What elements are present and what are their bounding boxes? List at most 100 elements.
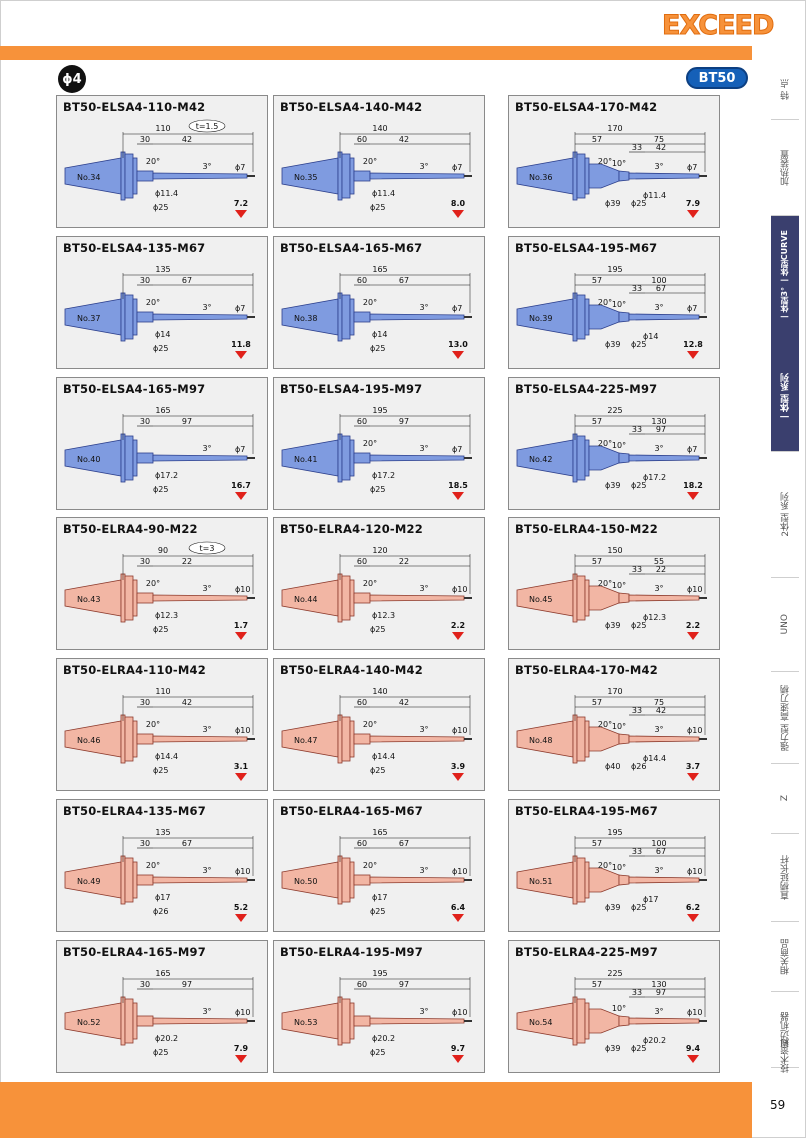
dim-mid: 33 — [632, 988, 642, 997]
flange-neck — [132, 1002, 138, 1040]
diameter-mid: ϕ25 — [631, 903, 646, 912]
cutter-tip — [247, 316, 255, 318]
product-code: BT50-ELRA4-120-M22 — [280, 522, 423, 536]
flange-ring — [120, 573, 126, 623]
weight-arrow-icon — [452, 632, 464, 640]
body-step — [618, 1015, 630, 1027]
flange-neck — [349, 298, 355, 336]
extension-neck — [369, 876, 465, 884]
side-tab-heating[interactable]: 加热装置 — [771, 120, 799, 216]
body-step — [136, 874, 154, 886]
angle-label-3: 3° — [202, 444, 211, 453]
dim-b: 42 — [399, 135, 409, 144]
weight-arrow-icon — [235, 773, 247, 781]
model-number: No.37 — [77, 314, 100, 323]
weight-arrow-icon — [687, 632, 699, 640]
side-tab-straight-shank[interactable]: 直柄延长杆 — [771, 834, 799, 922]
angle-label-3: 3° — [419, 1007, 428, 1016]
weight-value: 6.2 — [686, 903, 700, 912]
dim-total-length: 195 — [607, 828, 622, 837]
dim-c: 22 — [656, 565, 666, 574]
extension-neck — [369, 1017, 465, 1025]
angle-label-20: 20° — [363, 439, 377, 448]
flange-ring — [337, 996, 343, 1046]
weight-arrow-icon — [235, 1055, 247, 1063]
flange-ring — [572, 573, 578, 623]
diameter-large: ϕ40 — [605, 762, 620, 771]
side-tab-one-piece-series[interactable]: 一体型 系列 一体型3° 一体型CURVE — [771, 216, 799, 452]
angle-label-20: 20° — [363, 579, 377, 588]
flange-body — [341, 716, 351, 762]
weight-arrow-icon — [235, 914, 247, 922]
flange-body — [576, 294, 586, 340]
dim-total-length: 120 — [372, 546, 387, 555]
diameter-base: ϕ25 — [370, 344, 385, 353]
model-number: No.38 — [294, 314, 317, 323]
flange-body — [124, 153, 134, 199]
weight-value: 5.2 — [234, 903, 248, 912]
weight-arrow-icon — [452, 492, 464, 500]
side-tab-two-piece[interactable]: 2体型 系列 — [771, 452, 799, 578]
side-tab-related[interactable]: 相关商品 — [771, 922, 799, 992]
angle-label-10: 10° — [612, 300, 626, 309]
note-oval — [188, 541, 226, 555]
diameter-base: ϕ25 — [370, 203, 385, 212]
side-tab-power[interactable]: 强力型 高速刀柄 — [771, 672, 799, 764]
tip-diameter: ϕ10 — [687, 867, 702, 876]
weight-arrow-icon — [687, 210, 699, 218]
flange-body — [576, 998, 586, 1044]
weight-value: 7.2 — [234, 199, 248, 208]
product-code: BT50-ELSA4-165-M67 — [280, 241, 423, 255]
dim-b: 67 — [182, 839, 192, 848]
page-number: 59 — [770, 1098, 786, 1112]
angle-label-20: 20° — [146, 298, 160, 307]
diameter-mid: ϕ25 — [631, 481, 646, 490]
angle-label-3: 3° — [419, 866, 428, 875]
side-tab-z[interactable]: Z — [771, 764, 799, 834]
product-code: BT50-ELSA4-140-M42 — [280, 100, 423, 114]
diameter-small: ϕ11.4 — [155, 189, 178, 198]
diameter-small: ϕ14 — [155, 330, 170, 339]
side-tab-features[interactable]: 特 点 — [771, 60, 799, 120]
angle-label-3: 3° — [202, 725, 211, 734]
angle-label-10: 10° — [612, 441, 626, 450]
side-tab-peripheral[interactable]: 周边机器 — [771, 992, 799, 1068]
dim-total-length: 110 — [155, 124, 170, 133]
model-number: No.40 — [77, 455, 100, 464]
dim-a: 30 — [140, 698, 150, 707]
tip-diameter: ϕ10 — [235, 726, 250, 735]
angle-label-3: 3° — [202, 866, 211, 875]
extension-neck — [628, 313, 700, 321]
dim-a: 57 — [592, 980, 602, 989]
dim-a: 57 — [592, 417, 602, 426]
diameter-large: ϕ39 — [605, 621, 620, 630]
side-tab-uno[interactable]: UNO — [771, 578, 799, 672]
dim-b: 97 — [399, 980, 409, 989]
dim-a: 60 — [357, 417, 367, 426]
